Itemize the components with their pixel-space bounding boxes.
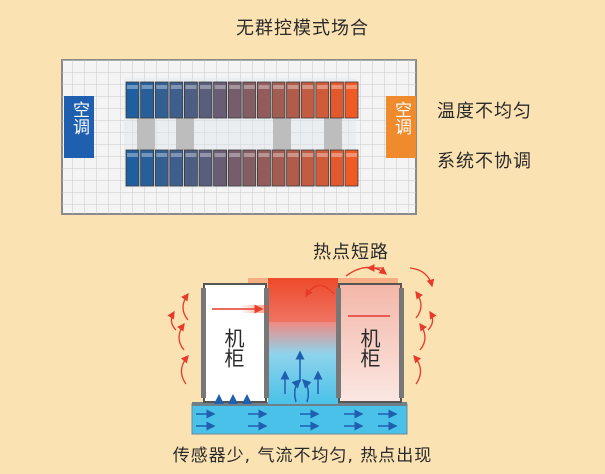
rack-unit-highlight: [170, 85, 182, 89]
rack-unit: [286, 149, 301, 187]
rack-unit-highlight: [346, 85, 357, 89]
rack-unit-highlight: [229, 153, 241, 157]
rack-unit-highlight: [141, 153, 153, 157]
cold-aisle-tile: [176, 118, 194, 150]
rack-row-top: [125, 81, 359, 119]
rack-unit: [242, 81, 257, 119]
rack-unit: [300, 81, 315, 119]
rack-unit: [329, 149, 344, 187]
rack-unit: [344, 81, 359, 119]
rack-unit-highlight: [331, 85, 343, 89]
rack-unit-highlight: [273, 85, 284, 89]
rack-label-right: 机柜: [357, 328, 381, 368]
rack-unit-highlight: [141, 85, 153, 89]
ac-label-left: 空调: [69, 101, 89, 135]
rack-unit-highlight: [346, 153, 357, 157]
rack-unit-highlight: [170, 153, 182, 157]
rack-unit: [198, 81, 213, 119]
rack-unit-highlight: [156, 85, 168, 89]
rack-unit-highlight: [243, 153, 255, 157]
diagram-caption: 传感器少, 气流不均匀, 热点出现: [172, 446, 433, 466]
rack-unit: [169, 149, 184, 187]
rack-unit: [154, 81, 169, 119]
rack-unit-highlight: [287, 85, 299, 89]
rack-unit-highlight: [214, 153, 226, 157]
diagram-title: 无群控模式场合: [236, 18, 369, 39]
rack-unit: [227, 81, 242, 119]
rack-unit-highlight: [185, 153, 197, 157]
rack-row-bottom: [125, 149, 359, 187]
rack-unit: [256, 81, 271, 119]
rack-unit: [271, 81, 286, 119]
rack-unit-highlight: [229, 85, 241, 89]
rack-unit: [140, 149, 155, 187]
rack-unit-highlight: [127, 153, 138, 157]
rack-unit-highlight: [243, 85, 255, 89]
ac-unit-left: [64, 96, 94, 158]
rack-unit: [300, 149, 315, 187]
rack-unit: [213, 149, 228, 187]
rack-unit: [154, 149, 169, 187]
rack-unit-highlight: [200, 153, 211, 157]
rack-unit: [256, 149, 271, 187]
rack-unit: [125, 149, 140, 187]
rack-unit-highlight: [316, 153, 328, 157]
rack-unit: [169, 81, 184, 119]
cold-aisle-tile: [324, 118, 342, 150]
rack-unit: [315, 81, 330, 119]
rack-label-left: 机柜: [221, 328, 245, 368]
uncoordinated-system-label: 系统不协调: [437, 151, 532, 172]
rack-unit: [125, 81, 140, 119]
rack-unit-highlight: [302, 153, 314, 157]
rack-unit-highlight: [258, 153, 270, 157]
rack-unit: [183, 81, 198, 119]
uneven-temperature-label: 温度不均匀: [437, 101, 532, 122]
ac-label-right: 空调: [391, 101, 411, 135]
rack-unit: [140, 81, 155, 119]
airflow-cross-section: [167, 264, 437, 435]
rack-unit: [213, 81, 228, 119]
cold-aisle-tile: [273, 118, 291, 150]
rack-unit-highlight: [273, 153, 284, 157]
rack-unit-highlight: [331, 153, 343, 157]
rack-unit-highlight: [156, 153, 168, 157]
hot-spot-short-circuit-label: 热点短路: [313, 242, 389, 263]
rack-right: [338, 283, 402, 403]
rack-unit-highlight: [214, 85, 226, 89]
rack-unit-highlight: [185, 85, 197, 89]
rack-unit: [271, 149, 286, 187]
rack-unit-highlight: [287, 153, 299, 157]
rack-unit: [286, 81, 301, 119]
underfloor-plenum: [191, 403, 408, 435]
rack-unit-highlight: [200, 85, 211, 89]
rack-unit-highlight: [258, 85, 270, 89]
ac-unit-right: [386, 96, 416, 158]
rack-unit: [315, 149, 330, 187]
rack-unit-highlight: [316, 85, 328, 89]
cold-aisle-tile: [137, 118, 155, 150]
rack-unit: [344, 149, 359, 187]
rack-unit: [183, 149, 198, 187]
rack-unit-highlight: [127, 85, 138, 89]
rack-unit: [242, 149, 257, 187]
rack-unit: [329, 81, 344, 119]
rack-unit: [227, 149, 242, 187]
rack-unit-highlight: [302, 85, 314, 89]
rack-unit: [198, 149, 213, 187]
